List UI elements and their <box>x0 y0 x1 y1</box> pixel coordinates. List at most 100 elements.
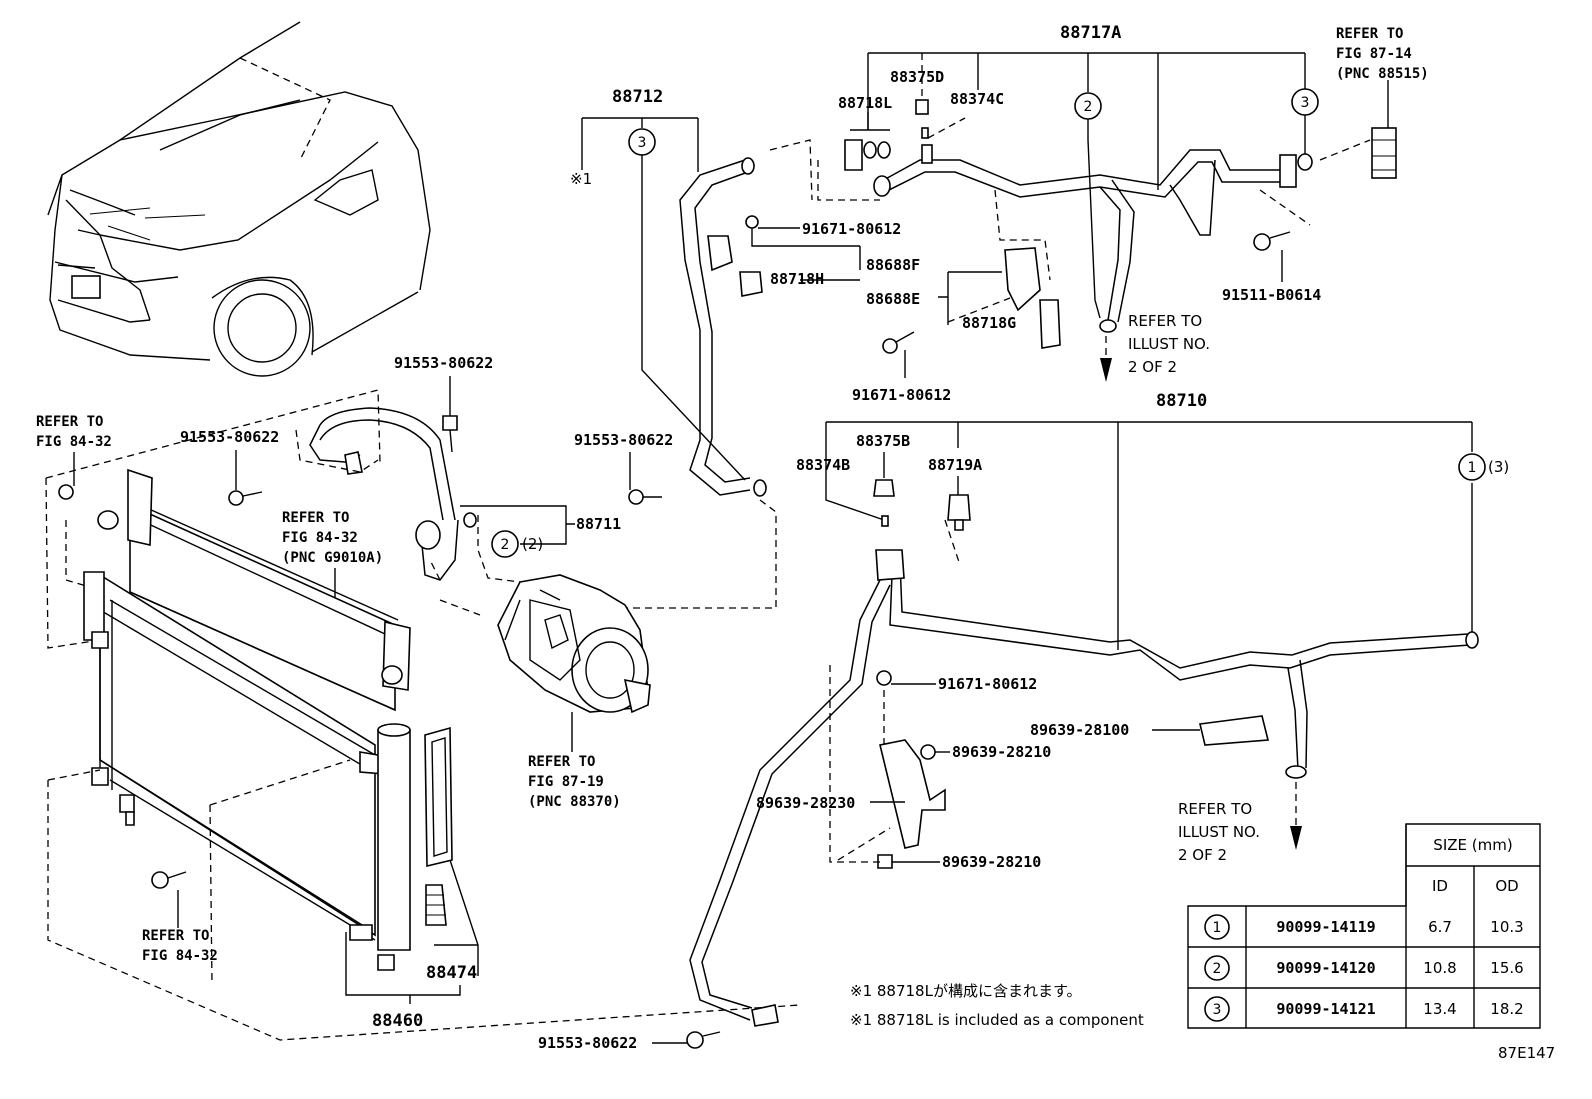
compressor: REFER TO FIG 87-19 (PNC 88370) <box>497 574 651 810</box>
label-88375D: 88375D <box>890 68 944 86</box>
arrow-down-icon <box>1100 358 1112 382</box>
row-od: 10.3 <box>1490 918 1523 936</box>
clamp-88718L <box>844 139 863 171</box>
bolt-91511-B0614-icon <box>1253 233 1271 251</box>
svg-text:91553-80622: 91553-80622 <box>180 428 279 446</box>
clamp-88718H <box>707 235 733 272</box>
svg-text:(2): (2) <box>522 535 543 553</box>
receiver-drier <box>377 729 411 951</box>
bracket-89639-group: 91671-80612 89639-28210 89639-28230 8963… <box>756 665 1270 871</box>
row-marker-circle <box>1204 914 1230 940</box>
row-part-number: 90099-14121 <box>1276 1000 1375 1018</box>
svg-text:88374B: 88374B <box>796 456 850 474</box>
svg-text:3: 3 <box>638 135 647 151</box>
svg-text:89639-28230: 89639-28230 <box>756 794 855 812</box>
bolt-left-icon <box>58 484 74 500</box>
row-od: 15.6 <box>1490 959 1523 977</box>
svg-text:88688F: 88688F <box>866 256 920 274</box>
refer-illust-bottom: REFER TO ILLUST NO. 2 OF 2 <box>1178 782 1302 864</box>
refer-fig-84-32-left: REFER TO FIG 84-32 <box>36 414 112 500</box>
bracket-88688E-group: 88688E 88718G 91671-80612 <box>852 247 1061 404</box>
cap-88375D <box>915 99 929 115</box>
bolt-91553-icon-b <box>228 490 244 506</box>
svg-text:ID: ID <box>1432 877 1448 895</box>
hose-88717A-group: 88717A 88375D 88374C 88718L 2 3 <box>817 23 1371 333</box>
vehicle-illustration <box>47 21 431 377</box>
marker-circle-3-top <box>1291 88 1319 116</box>
refer-fig-84-32-bottom: REFER TO FIG 84-32 <box>142 871 218 964</box>
cap-88375B <box>873 479 895 497</box>
figure-id: 87E147 <box>1498 1044 1555 1062</box>
svg-text:REFER TO: REFER TO <box>528 754 595 770</box>
svg-text:FIG 84-32: FIG 84-32 <box>142 948 218 964</box>
note-jp: ※1 88718Lが構成に含まれます。 <box>850 982 1081 1000</box>
bolt-91511-B0614-group: 91511-B0614 <box>1222 231 1321 304</box>
row-od: 18.2 <box>1490 1000 1523 1018</box>
valve-88374C <box>921 127 929 139</box>
svg-text:88718G: 88718G <box>962 314 1016 332</box>
svg-text:91671-80612: 91671-80612 <box>938 675 1037 693</box>
svg-text:88710: 88710 <box>1156 391 1207 411</box>
svg-text:1: 1 <box>1468 460 1477 476</box>
svg-text:REFER TO: REFER TO <box>282 510 349 526</box>
svg-text:88375B: 88375B <box>856 432 910 450</box>
svg-text:91671-80612: 91671-80612 <box>852 386 951 404</box>
svg-text:88711: 88711 <box>576 515 621 533</box>
refer-fig-87-14: REFER TO FIG 87-14 (PNC 88515) <box>1336 26 1429 179</box>
svg-text:(PNC 88370): (PNC 88370) <box>528 794 621 810</box>
bolt-91671-icon-b <box>882 338 898 354</box>
label-88374C: 88374C <box>950 90 1004 108</box>
svg-text:(PNC 88515): (PNC 88515) <box>1336 66 1429 82</box>
marker-circle-2-mid <box>491 530 519 558</box>
clip-89639-28210-b <box>877 854 893 869</box>
row-mark: 1 <box>1213 920 1222 936</box>
svg-text:88718H: 88718H <box>770 270 824 288</box>
svg-text:FIG 87-19: FIG 87-19 <box>528 774 604 790</box>
svg-text:91553-80622: 91553-80622 <box>574 431 673 449</box>
svg-text:REFER TO: REFER TO <box>142 928 209 944</box>
label-88718L: 88718L <box>838 94 892 112</box>
bracket-88688E <box>1004 247 1041 312</box>
svg-text:REFER TO: REFER TO <box>1178 800 1252 818</box>
condenser-88460: 88474 88460 <box>45 389 801 1041</box>
row-id: 6.7 <box>1428 918 1452 936</box>
svg-text:89639-28210: 89639-28210 <box>952 743 1051 761</box>
clip-89639-28210-a <box>920 744 936 760</box>
filter-panel-88474 <box>424 726 453 868</box>
bolt-91553-icon-d <box>686 1031 704 1049</box>
bolt-bottom-icon <box>151 871 169 889</box>
svg-text:2: 2 <box>1084 99 1093 115</box>
svg-text:(3): (3) <box>1488 458 1509 476</box>
marker-circle-1 <box>1458 453 1486 481</box>
size-table-row: 1 90099-14119 6.7 10.3 <box>1204 914 1524 940</box>
svg-text:89639-28210: 89639-28210 <box>942 853 1041 871</box>
bracket-89639-28230 <box>879 739 946 849</box>
svg-text:REFER TO: REFER TO <box>36 414 103 430</box>
bolt-91553-icon-a <box>442 415 458 431</box>
row-marker-circle <box>1204 996 1230 1022</box>
svg-text:88474: 88474 <box>426 963 477 983</box>
hose-88712-group: 88712 ※1 3 <box>570 87 813 609</box>
notes: ※1 88718Lが構成に含まれます。 ※1 88718L is include… <box>850 982 1144 1029</box>
row-part-number: 90099-14119 <box>1276 918 1375 936</box>
svg-text:FIG 87-14: FIG 87-14 <box>1336 46 1412 62</box>
row-marker-circle <box>1204 955 1230 981</box>
tube-88710-group: 88710 88375B 88719A 88374B 1 (3) <box>689 391 1509 1027</box>
row-id: 13.4 <box>1423 1000 1456 1018</box>
valve-88374B <box>881 515 889 527</box>
bolt-91553-group: 91553-80622 91553-80622 91553-80622 9155… <box>180 354 721 1052</box>
row-mark: 2 <box>1213 961 1222 977</box>
row-id: 10.8 <box>1423 959 1456 977</box>
svg-text:91511-B0614: 91511-B0614 <box>1222 286 1321 304</box>
label-88717A: 88717A <box>1060 23 1121 43</box>
note-en: ※1 88718L is included as a component <box>850 1011 1144 1029</box>
refer-fig-84-32-mid: REFER TO FIG 84-32 (PNC G9010A) <box>282 510 383 615</box>
svg-text:FIG 84-32: FIG 84-32 <box>36 434 112 450</box>
svg-text:91553-80622: 91553-80622 <box>538 1034 637 1052</box>
svg-text:88688E: 88688E <box>866 290 920 308</box>
sensor-89639-28100 <box>1199 715 1270 746</box>
radiator-bracket-left <box>127 468 153 546</box>
